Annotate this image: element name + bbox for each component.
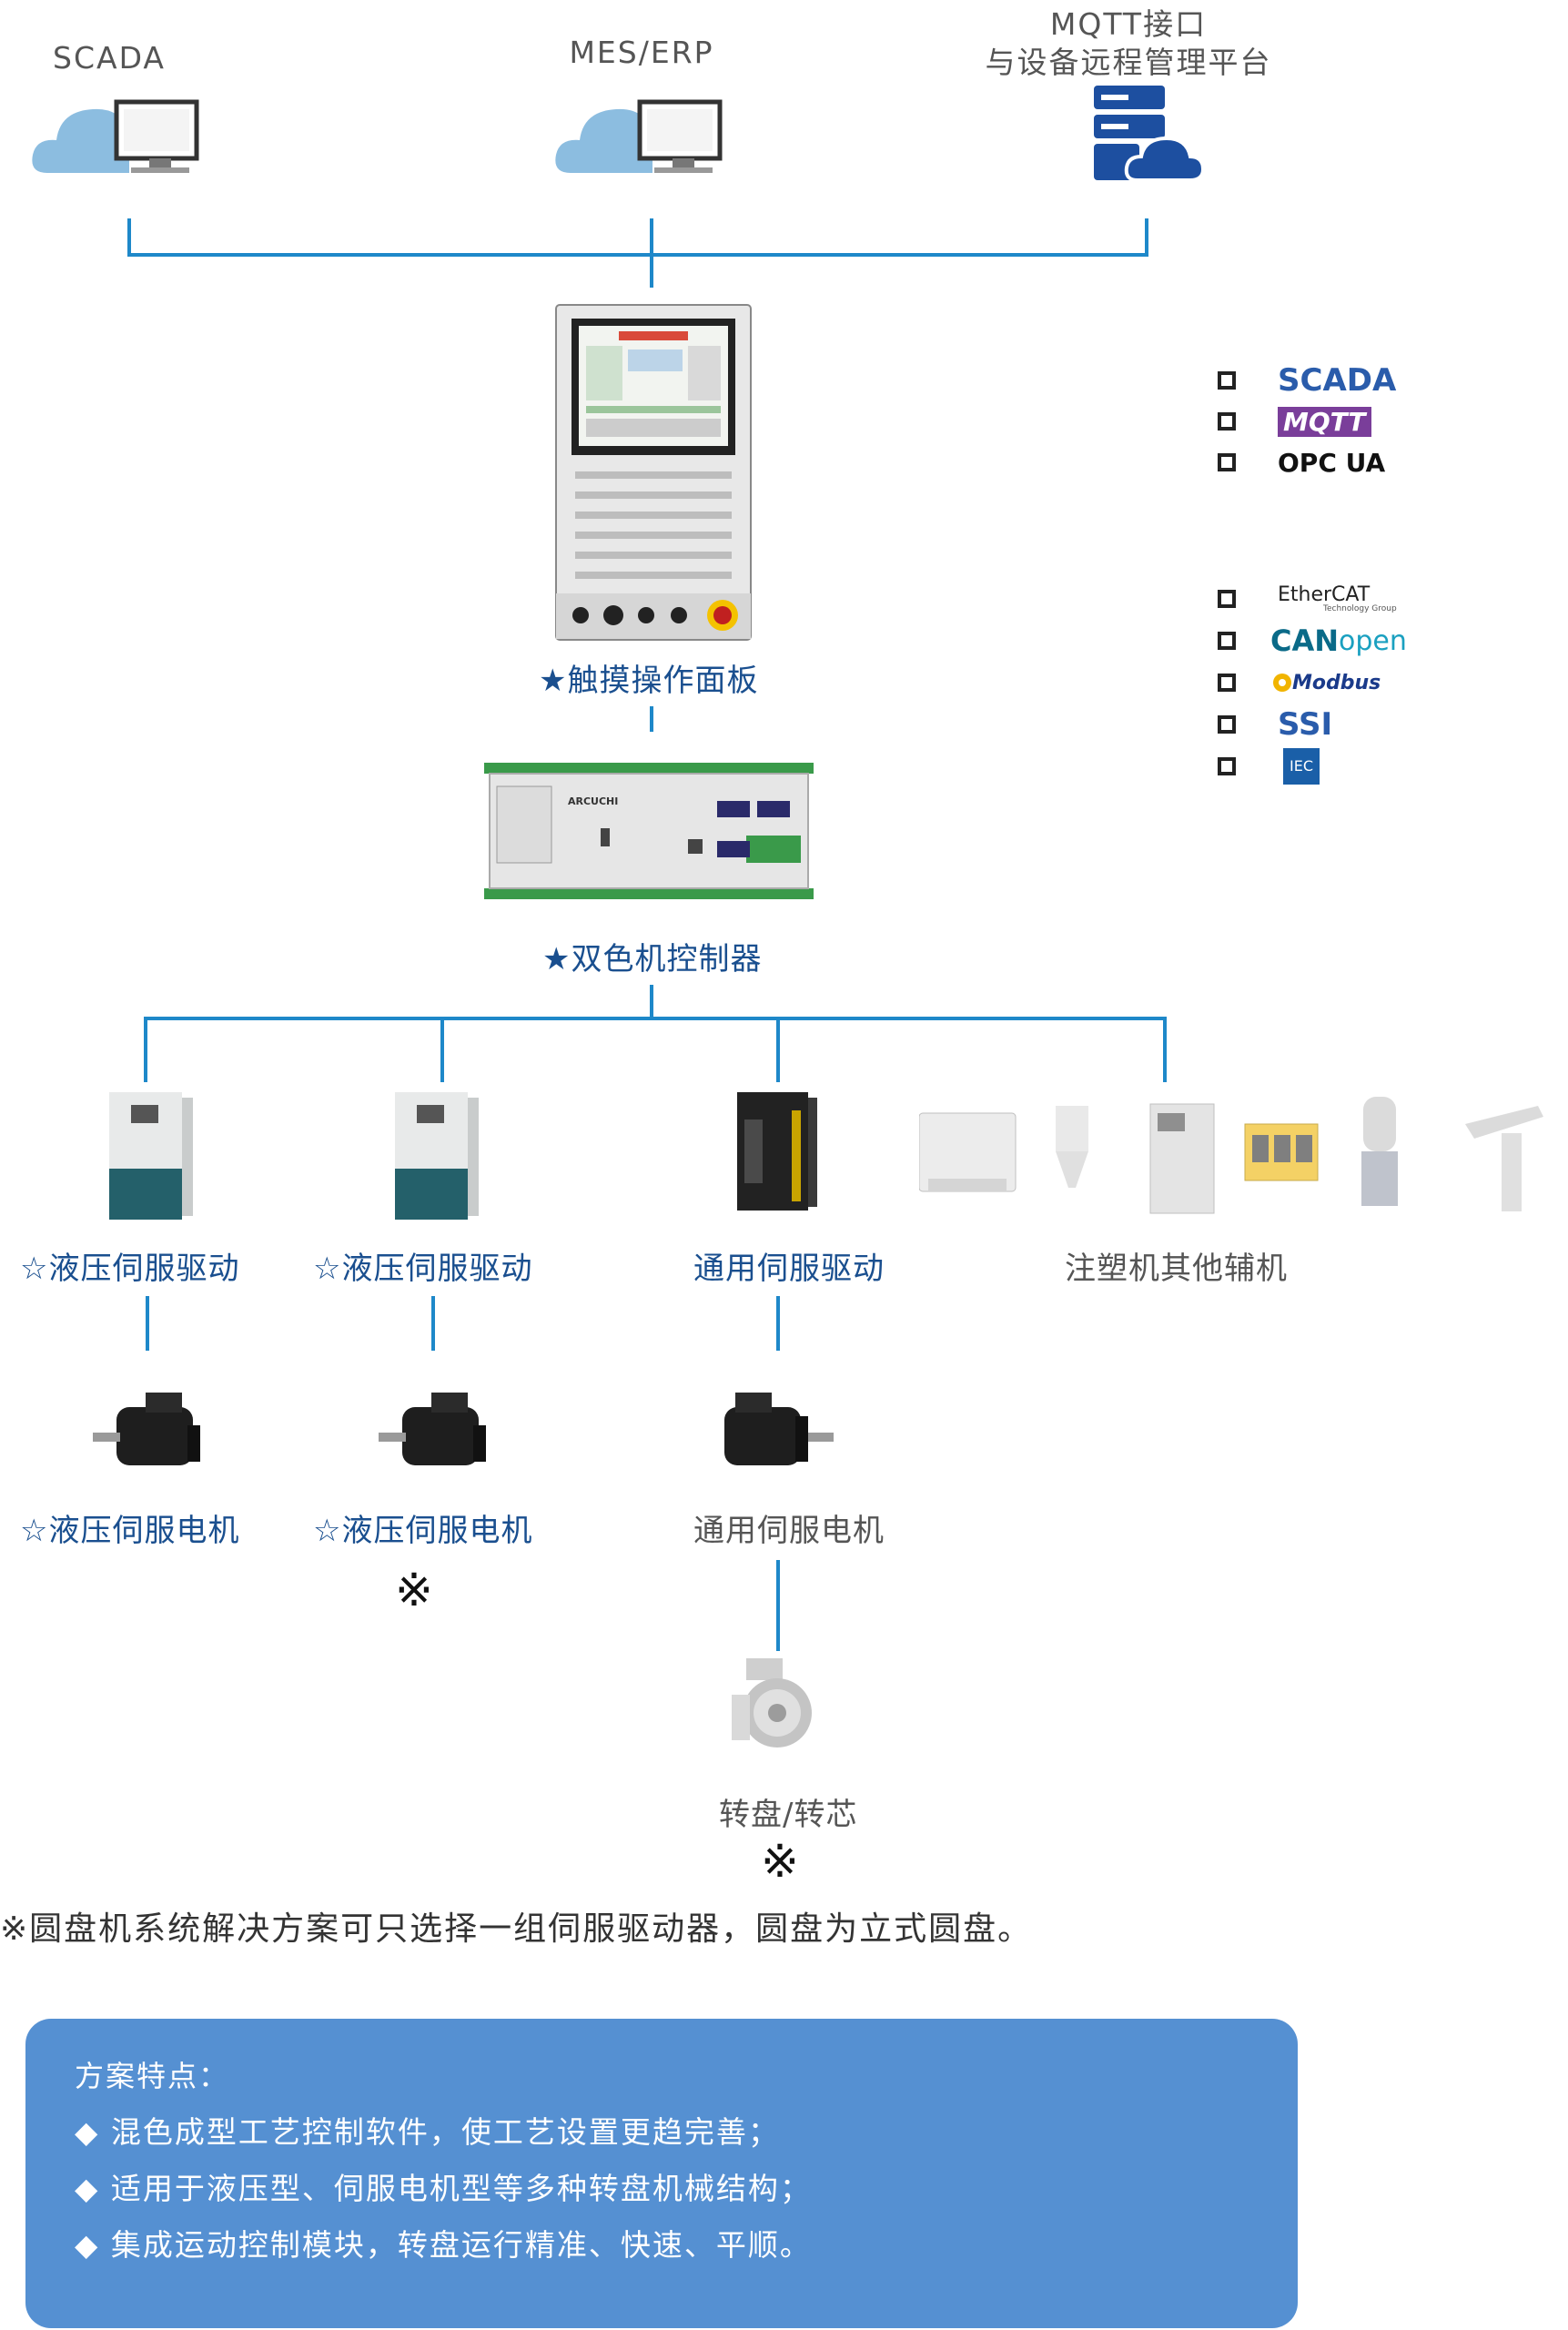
checkbox-icon	[1218, 632, 1236, 650]
feature-item: ◆ 集成运动控制模块，转盘运行精准、快速、平顺。	[75, 2227, 812, 2263]
protocol-opcua-row: OPC UA	[1218, 442, 1385, 482]
protocol-ssi-row: SSI	[1218, 704, 1332, 745]
controller-label: ★双色机控制器	[542, 941, 763, 978]
connector-panel-controller	[650, 706, 653, 732]
mes-cloud-computer-icon	[555, 99, 723, 173]
protocol-modbus-label: Modbus	[1292, 671, 1381, 694]
protocol-ethercat-label: EtherCAT	[1278, 582, 1371, 606]
mqtt-label-line1: MQTT接口	[1049, 6, 1208, 42]
ref-mark-turntable: ※	[761, 1835, 799, 1888]
touch-operation-panel-image	[555, 304, 752, 641]
general-servo-motor-image	[724, 1393, 834, 1465]
drop-drive-2	[440, 1017, 444, 1082]
protocol-scada-label: SCADA	[1278, 362, 1397, 399]
protocol-ssi-label: SSI	[1278, 706, 1333, 743]
protocol-opcua-label: OPC UA	[1278, 447, 1386, 478]
hydraulic-servo-motor-1-image	[93, 1393, 200, 1465]
checkbox-icon	[1218, 757, 1236, 775]
checkbox-icon	[1218, 412, 1236, 431]
protocol-mqtt-label: MQTT	[1278, 406, 1371, 437]
dual-color-controller-image: ARCUCHI	[484, 763, 814, 899]
mes-erp-label: MES/ERP	[569, 35, 714, 70]
connector-drive2-motor2	[431, 1296, 435, 1351]
protocol-ethercat-row: EtherCAT Technology Group	[1218, 579, 1397, 619]
features-title: 方案特点：	[75, 2059, 230, 2093]
drive-2-label: ☆液压伺服驱动	[313, 1251, 533, 1287]
connector-mqtt	[1145, 218, 1148, 257]
connector-drive1-motor1	[146, 1296, 149, 1351]
footnote: ※圆盘机系统解决方案可只选择一组伺服驱动器，圆盘为立式圆盘。	[0, 1910, 1033, 1948]
feature-item: ◆ 混色成型工艺控制软件，使工艺设置更趋完善；	[75, 2114, 780, 2150]
checkbox-icon	[1218, 590, 1236, 608]
drop-drive-1	[144, 1017, 147, 1082]
ref-mark-motor2: ※	[395, 1564, 433, 1616]
modbus-logo-icon	[1273, 674, 1291, 692]
checkbox-icon	[1218, 371, 1236, 390]
connector-controller-bus	[650, 985, 653, 1019]
connector-scada	[127, 218, 131, 257]
drive-1-label: ☆液压伺服驱动	[20, 1251, 240, 1287]
server-cloud-icon	[1094, 86, 1205, 182]
scada-cloud-computer-icon	[32, 99, 199, 173]
aux-machines-label: 注塑机其他辅机	[1065, 1251, 1288, 1287]
checkbox-icon	[1218, 715, 1236, 734]
scada-label: SCADA	[53, 40, 166, 76]
protocol-scada-row: SCADA	[1218, 360, 1396, 400]
turntable-image	[732, 1658, 812, 1748]
protocol-iec-row: IEC	[1218, 746, 1320, 786]
features-panel: 方案特点： ◆ 混色成型工艺控制软件，使工艺设置更趋完善； ◆ 适用于液压型、伺…	[25, 2019, 1298, 2328]
general-servo-drive-image	[737, 1092, 817, 1211]
protocol-mqtt-row: MQTT	[1218, 401, 1371, 441]
top-bus-line	[127, 253, 1148, 257]
protocol-iec-label: IEC	[1283, 748, 1320, 785]
protocol-ethercat-sub: Technology Group	[1323, 603, 1397, 613]
device-bus-line	[144, 1017, 1167, 1020]
motor-2-label: ☆液压伺服电机	[313, 1513, 533, 1549]
hydraulic-servo-motor-2-image	[379, 1393, 486, 1465]
turntable-label: 转盘/转芯	[719, 1797, 858, 1833]
protocol-canopen-label-b: open	[1339, 624, 1407, 657]
drop-aux	[1163, 1017, 1167, 1082]
protocol-canopen-label-a: CAN	[1270, 623, 1340, 658]
connector-drive3-motor3	[776, 1296, 780, 1351]
checkbox-icon	[1218, 674, 1236, 692]
protocol-modbus-row: Modbus	[1218, 663, 1381, 703]
controller-brand-text: ARCUCHI	[568, 795, 618, 807]
motor-1-label: ☆液压伺服电机	[20, 1513, 240, 1549]
hydraulic-servo-drive-2-image	[395, 1092, 479, 1220]
motor-3-label: 通用伺服电机	[693, 1513, 885, 1549]
checkbox-icon	[1218, 453, 1236, 471]
drive-3-label: 通用伺服驱动	[693, 1251, 885, 1287]
mqtt-label-line2: 与设备远程管理平台	[985, 45, 1272, 80]
feature-item: ◆ 适用于液压型、伺服电机型等多种转盘机械结构；	[75, 2171, 812, 2206]
touch-panel-label: ★触摸操作面板	[539, 663, 759, 699]
connector-motor3-turntable	[776, 1560, 780, 1651]
protocol-canopen-row: CAN open	[1218, 621, 1407, 661]
drop-drive-3	[776, 1017, 780, 1082]
hydraulic-servo-drive-1-image	[109, 1092, 193, 1220]
auxiliary-machines-image	[919, 1097, 1543, 1214]
